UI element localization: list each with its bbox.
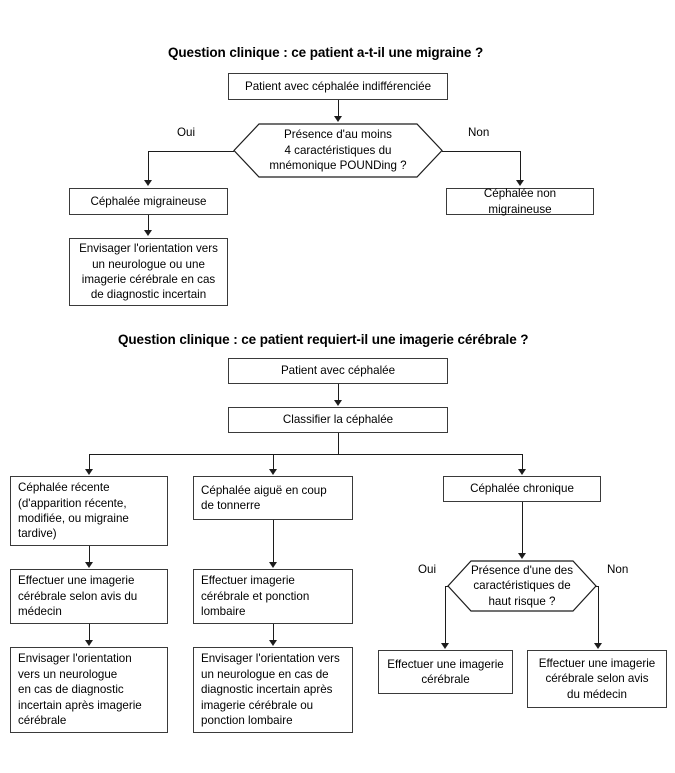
node-text: Effectuer une imagerie cérébrale selon a… xyxy=(18,574,138,619)
connector-oui-vertical xyxy=(148,150,149,181)
branch-label-oui-migraine: Oui xyxy=(177,126,196,139)
arrowhead-branch-chronic xyxy=(518,469,526,475)
node-text: Envisager l'orientation vers un neurolog… xyxy=(18,652,142,728)
node-cephalee-aigue-coup-de-tonnerre: Céphalée aiguë en coup de tonnerre xyxy=(193,476,353,520)
node-envisager-orientation-migraine: Envisager l'orientation vers un neurolog… xyxy=(69,238,228,306)
arrowhead-oui xyxy=(144,180,152,186)
node-text: Céphalée aiguë en coup de tonnerre xyxy=(201,483,327,512)
node-text: Céphalée migraineuse xyxy=(90,194,207,208)
node-text: Envisager l'orientation vers un neurolog… xyxy=(79,242,218,302)
node-cephalee-non-migraineuse: Céphalée non migraineuse xyxy=(446,187,594,216)
connector-classify-stem xyxy=(337,433,339,454)
section-title-imagerie: Question clinique : ce patient requiert-… xyxy=(118,332,529,347)
node-cephalee-chronique: Céphalée chronique xyxy=(443,476,601,502)
node-text: Céphalée chronique xyxy=(470,482,574,496)
node-text: Effectuer une imagerie cérébrale xyxy=(387,657,504,686)
connector-chronic-oui-vertical xyxy=(445,586,446,644)
arrowhead-tonnerre-to-action xyxy=(269,562,277,568)
connector-chronic-non-horizontal xyxy=(595,586,599,587)
branch-label-non-chronique: Non xyxy=(607,563,629,576)
arrowhead-non xyxy=(516,180,524,186)
arrowhead-branch-thunderclap xyxy=(269,469,277,475)
connector-branch-thunderclap-drop xyxy=(273,453,274,471)
node-patient-avec-cephalee: Patient avec céphalée xyxy=(228,358,448,384)
connector-migraineuse-to-followup xyxy=(148,215,149,231)
node-effectuer-imagerie-ponction-lombaire: Effectuer imagerie cérébrale et ponction… xyxy=(193,569,353,624)
connector-oui-horizontal xyxy=(148,150,234,152)
arrowhead-action-to-followup-1 xyxy=(85,640,93,646)
arrowhead-start-to-decision xyxy=(333,116,342,122)
arrowhead-chronique-to-decision xyxy=(518,553,526,559)
connector-branch-chronic-drop xyxy=(522,453,523,471)
connector-non-horizontal xyxy=(442,150,520,152)
connector-start-to-decision xyxy=(337,100,339,117)
branch-label-oui-chronique: Oui xyxy=(418,563,437,576)
arrowhead-recente-to-action xyxy=(85,562,93,568)
node-text: Effectuer une imagerie cérébrale selon a… xyxy=(538,656,656,701)
arrowhead-action-to-followup-2 xyxy=(269,640,277,646)
node-text: Patient avec céphalée xyxy=(280,364,396,378)
connector-chronique-to-decision xyxy=(522,502,523,554)
connector-branch-recent-drop xyxy=(89,453,90,471)
node-text: Céphalée récente (d'apparition récente, … xyxy=(18,481,129,541)
arrowhead-chronic-non xyxy=(594,643,602,649)
connector-chronic-non-vertical xyxy=(598,586,599,644)
node-patient-cephalee-indifferenciee: Patient avec céphalée indifférenciée xyxy=(228,73,448,100)
node-envisager-orientation-recente: Envisager l'orientation vers un neurolog… xyxy=(10,647,168,733)
branch-label-non-migraine: Non xyxy=(468,126,490,139)
node-text: Céphalée non migraineuse xyxy=(483,187,557,216)
node-text: Envisager l'orientation vers un neurolog… xyxy=(201,652,340,728)
node-text: Classifier la céphalée xyxy=(282,413,394,427)
connector-action-to-followup-2 xyxy=(273,624,274,641)
connector-patient-to-classify xyxy=(337,384,339,401)
arrowhead-chronic-oui xyxy=(441,643,449,649)
decision-pounding-criteria: Présence d'au moins 4 caractéristiques d… xyxy=(233,123,443,178)
node-effectuer-imagerie-selon-avis-medecin: Effectuer une imagerie cérébrale selon a… xyxy=(527,650,667,708)
node-envisager-orientation-tonnerre: Envisager l'orientation vers un neurolog… xyxy=(193,647,353,733)
connector-branch-bus xyxy=(89,453,523,455)
hexagon-shape xyxy=(233,123,443,178)
decision-text: Présence d'au moins 4 caractéristiques d… xyxy=(269,128,407,173)
connector-tonnerre-to-action xyxy=(273,520,274,563)
section-title-migraine: Question clinique : ce patient a-t-il un… xyxy=(168,45,484,60)
decision-caracteristiques-haut-risque: Présence d'une des caractéristiques de h… xyxy=(447,560,597,612)
connector-recente-to-action xyxy=(89,546,90,563)
node-classifier-la-cephalee: Classifier la céphalée xyxy=(228,407,448,433)
arrowhead-patient-to-classify xyxy=(333,400,342,406)
node-cephalee-migraineuse: Céphalée migraineuse xyxy=(69,188,228,215)
connector-non-vertical xyxy=(520,150,521,181)
node-text: Effectuer imagerie cérébrale et ponction… xyxy=(201,574,310,619)
node-effectuer-imagerie-avis-medecin: Effectuer une imagerie cérébrale selon a… xyxy=(10,569,168,624)
arrowhead-migraineuse-to-followup xyxy=(144,230,152,236)
connector-action-to-followup-1 xyxy=(89,624,90,641)
node-effectuer-imagerie-cerebrale: Effectuer une imagerie cérébrale xyxy=(378,650,513,694)
connector-chronic-oui-horizontal xyxy=(445,586,449,587)
node-cephalee-recente: Céphalée récente (d'apparition récente, … xyxy=(10,476,168,546)
node-text: Patient avec céphalée indifférenciée xyxy=(244,79,432,93)
arrowhead-branch-recent xyxy=(85,469,93,475)
decision-text: Présence d'une des caractéristiques de h… xyxy=(470,563,574,608)
